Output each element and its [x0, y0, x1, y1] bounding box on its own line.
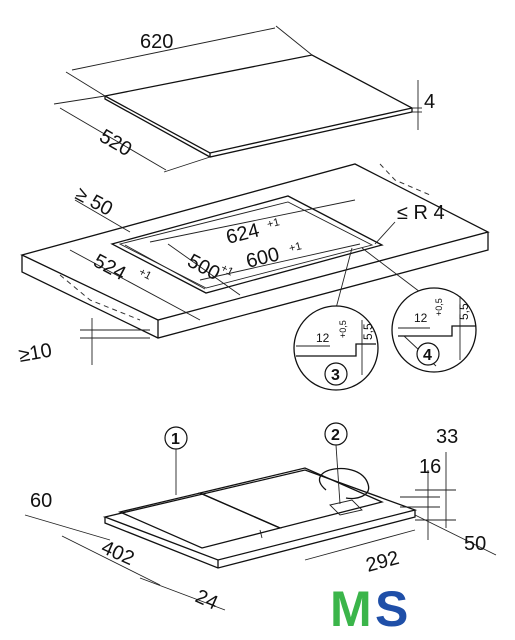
logo-letter-s: S [375, 581, 408, 637]
dim-24-label: 24 [192, 585, 221, 614]
dim-292-label: 292 [364, 547, 402, 577]
dim-min-50-label: ≥ 50 [72, 183, 117, 221]
dimension-24: 24 [139, 577, 226, 615]
dimension-4: 4 [412, 80, 435, 130]
dim-33-label: 33 [436, 426, 458, 448]
dimension-520: 520 [53, 95, 211, 173]
dimension-33: 33 [415, 426, 458, 528]
dimension-402: 402 [61, 535, 161, 586]
dim-624-label: 624 [224, 219, 262, 248]
cutout-opening [110, 195, 384, 294]
callout-1-label: 1 [171, 431, 180, 448]
callout-2-label: 2 [331, 427, 340, 444]
detail-4-tol: +0,5 [434, 298, 444, 316]
dim-60-label: 60 [30, 490, 52, 512]
detail-3-number: 3 [331, 367, 340, 384]
dimension-min-50: ≥ 50 [72, 183, 131, 233]
dim-520-label: 520 [96, 125, 136, 161]
dim-min-10-label: ≥10 [17, 339, 54, 366]
dim-524-tol: +1 [137, 266, 154, 282]
detail-4: 12 5,5 +0,5 4 [391, 287, 477, 373]
detail-leaders [334, 247, 421, 313]
callout-1: 1 [164, 426, 188, 495]
dimension-60: 60 [24, 490, 111, 541]
logo-letter-m: M [330, 581, 372, 637]
detail-4-height: 5,5 [457, 303, 471, 320]
callout-2: 2 [324, 422, 348, 505]
cooktop-panel [103, 54, 414, 158]
dimension-min-10: ≥10 [17, 318, 150, 367]
dimension-16: 16 [400, 456, 441, 540]
dimension-r4: ≤ R 4 [374, 202, 445, 245]
underside-assembly [102, 467, 418, 569]
worktop [20, 163, 490, 339]
dimension-292: 292 [304, 529, 416, 577]
dim-620-label: 620 [140, 31, 173, 53]
dim-4-label: 4 [424, 91, 435, 113]
ms-logo: M S [330, 581, 408, 637]
dimension-50: 50 [414, 514, 497, 556]
dim-50-label: 50 [464, 533, 486, 555]
detail-3-tol: +0,5 [338, 320, 348, 338]
detail-3-height: 5,5 [361, 323, 375, 340]
dimension-624: 624 +1 [149, 199, 356, 249]
detail-3-width: 12 [316, 331, 330, 345]
dim-600-label: 600 [244, 243, 282, 272]
dim-16-label: 16 [419, 456, 441, 478]
dim-600-tol: +1 [288, 240, 303, 255]
dim-402-label: 402 [98, 536, 137, 570]
dimension-620: 620 [65, 25, 313, 97]
dim-524-label: 524 [90, 250, 130, 285]
detail-4-width: 12 [414, 311, 428, 325]
dim-624-tol: +1 [266, 216, 281, 231]
dim-r4-label: ≤ R 4 [397, 202, 445, 224]
detail-3: 12 5,5 +0,5 3 [293, 305, 379, 391]
detail-4-number: 4 [423, 347, 432, 364]
